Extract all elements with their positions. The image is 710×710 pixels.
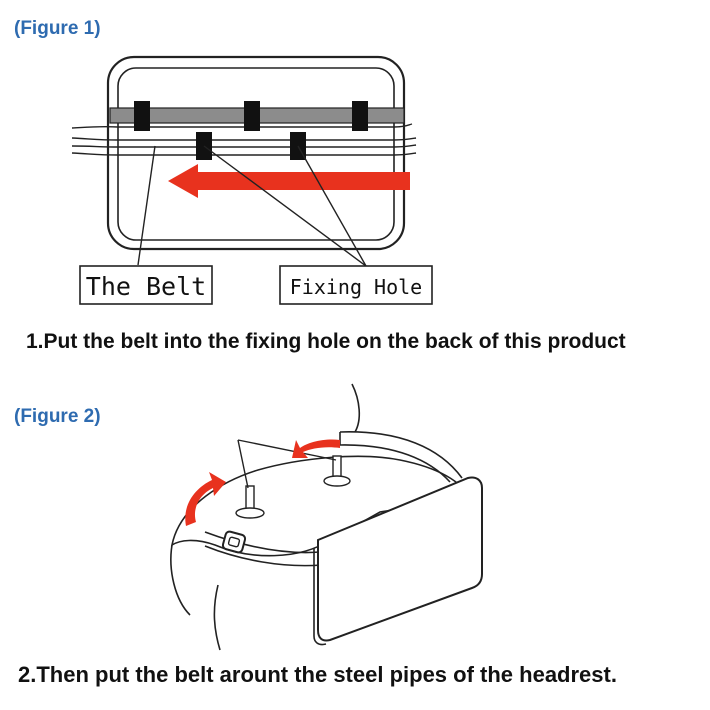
strap-clip-middle-icon [244, 101, 260, 131]
strap-clip-left-icon [134, 101, 150, 131]
upper-strap-outer [339, 431, 463, 479]
lower-belt-top [204, 531, 321, 554]
figure-2-caption: 2.Then put the belt arount the steel pip… [18, 662, 617, 687]
red-arrow-icon [168, 164, 410, 198]
figure-2-diagram [170, 383, 483, 651]
red-arrow-left-icon [185, 472, 226, 526]
product-back-outline [106, 55, 406, 251]
pipe-pointer-right [237, 439, 337, 461]
belt-line-2 [71, 137, 417, 141]
product-panel [317, 476, 483, 642]
belt-callout-box [79, 265, 213, 305]
hole-callout-box [279, 265, 433, 305]
figure-1-label: (Figure 1) [14, 18, 101, 39]
seat-back-line [213, 584, 221, 651]
belt-callout-text: The Belt [86, 272, 206, 301]
figure-1-diagram: The Belt Fixing Hole [71, 55, 433, 305]
figure-2-label: (Figure 2) [14, 406, 101, 427]
red-arrow-top-icon [292, 439, 340, 458]
figure-1-caption: 1.Put the belt into the fixing hole on t… [26, 330, 626, 353]
top-cable [351, 383, 361, 433]
seat-back-left-line [170, 544, 191, 616]
hole-pointer-line-left [203, 145, 367, 267]
pipe-base-left [235, 507, 265, 519]
product-back-inner-outline [117, 67, 395, 241]
hole-callout-text: Fixing Hole [290, 275, 422, 299]
lower-belt-bottom [204, 545, 323, 567]
hole-pointer-line-right [297, 145, 367, 267]
pipe-base-right [323, 475, 351, 487]
buckle-icon [221, 530, 247, 554]
upper-strap-inner [339, 444, 451, 483]
belt-pointer-line [137, 145, 156, 266]
buckle-slot [227, 536, 241, 548]
product-panel-edge [313, 548, 327, 646]
pipe-pointer-left [237, 439, 249, 489]
belt-line-3 [71, 144, 417, 148]
belt-line-bottom [71, 152, 417, 156]
strap-clip-right-icon [352, 101, 368, 131]
